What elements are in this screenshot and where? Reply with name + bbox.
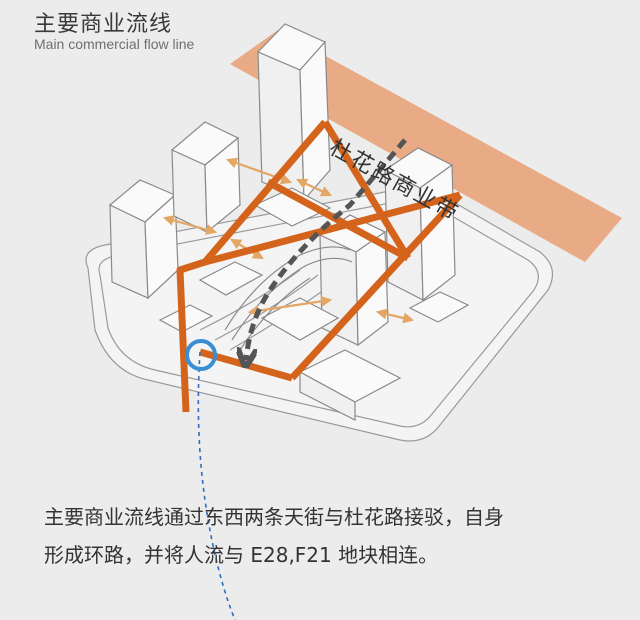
title-english: Main commercial flow line (34, 36, 195, 52)
commercial-band (230, 30, 622, 262)
title-chinese: 主要商业流线 (34, 12, 173, 37)
building-left-tower (108, 179, 179, 300)
circle-marker-icon (185, 339, 217, 371)
building-left-mid (170, 121, 241, 234)
dashed-flow-arrow (246, 138, 407, 360)
description-text: 主要商业流线通过东西两条天街与杜花路接驳，自身形成环路，并将人流与 E28,F2… (44, 505, 504, 567)
